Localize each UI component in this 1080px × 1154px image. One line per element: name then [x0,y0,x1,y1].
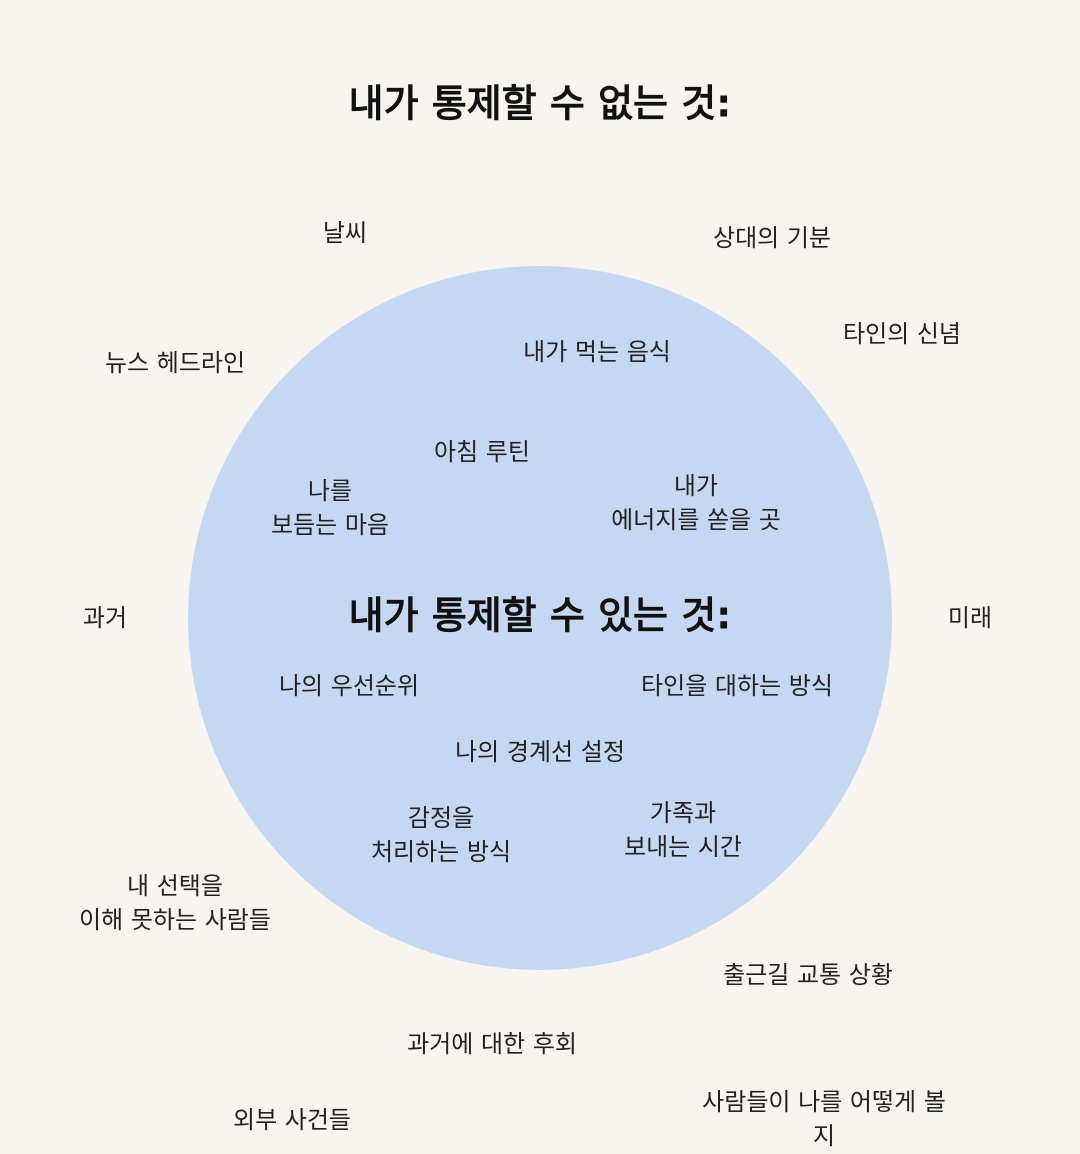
inside-item: 나를 보듬는 마음 [270,477,390,539]
outer-title: 내가 통제할 수 없는 것: [348,81,732,126]
inside-item: 내가 먹는 음식 [523,338,671,366]
control-circle [188,266,892,970]
outside-item: 날씨 [322,219,368,247]
inside-item: 타인을 대하는 방식 [641,672,833,700]
inside-item: 가족과 보내는 시간 [623,799,743,861]
inside-item: 감정을 처리하는 방식 [370,804,512,866]
inside-item: 나의 우선순위 [278,672,420,700]
outside-item: 타인의 신념 [842,320,962,348]
outside-item: 미래 [947,604,993,632]
outside-item: 내 선택을 이해 못하는 사람들 [79,872,271,934]
outside-item: 외부 사건들 [232,1106,352,1134]
inside-item: 아침 루틴 [434,438,530,466]
inside-item: 내가 에너지를 쏟을 곳 [611,472,781,534]
outside-item: 뉴스 헤드라인 [104,349,246,377]
outside-item: 출근길 교통 상황 [723,961,893,989]
outside-item: 과거에 대한 후회 [407,1030,577,1058]
outside-item: 과거 [82,604,128,632]
outside-item: 사람들이 나를 어떻게 볼지 [702,1088,946,1150]
outside-item: 상대의 기분 [712,224,832,252]
inner-title: 내가 통제할 수 있는 것: [348,593,732,638]
inside-item: 나의 경계선 설정 [455,738,625,766]
